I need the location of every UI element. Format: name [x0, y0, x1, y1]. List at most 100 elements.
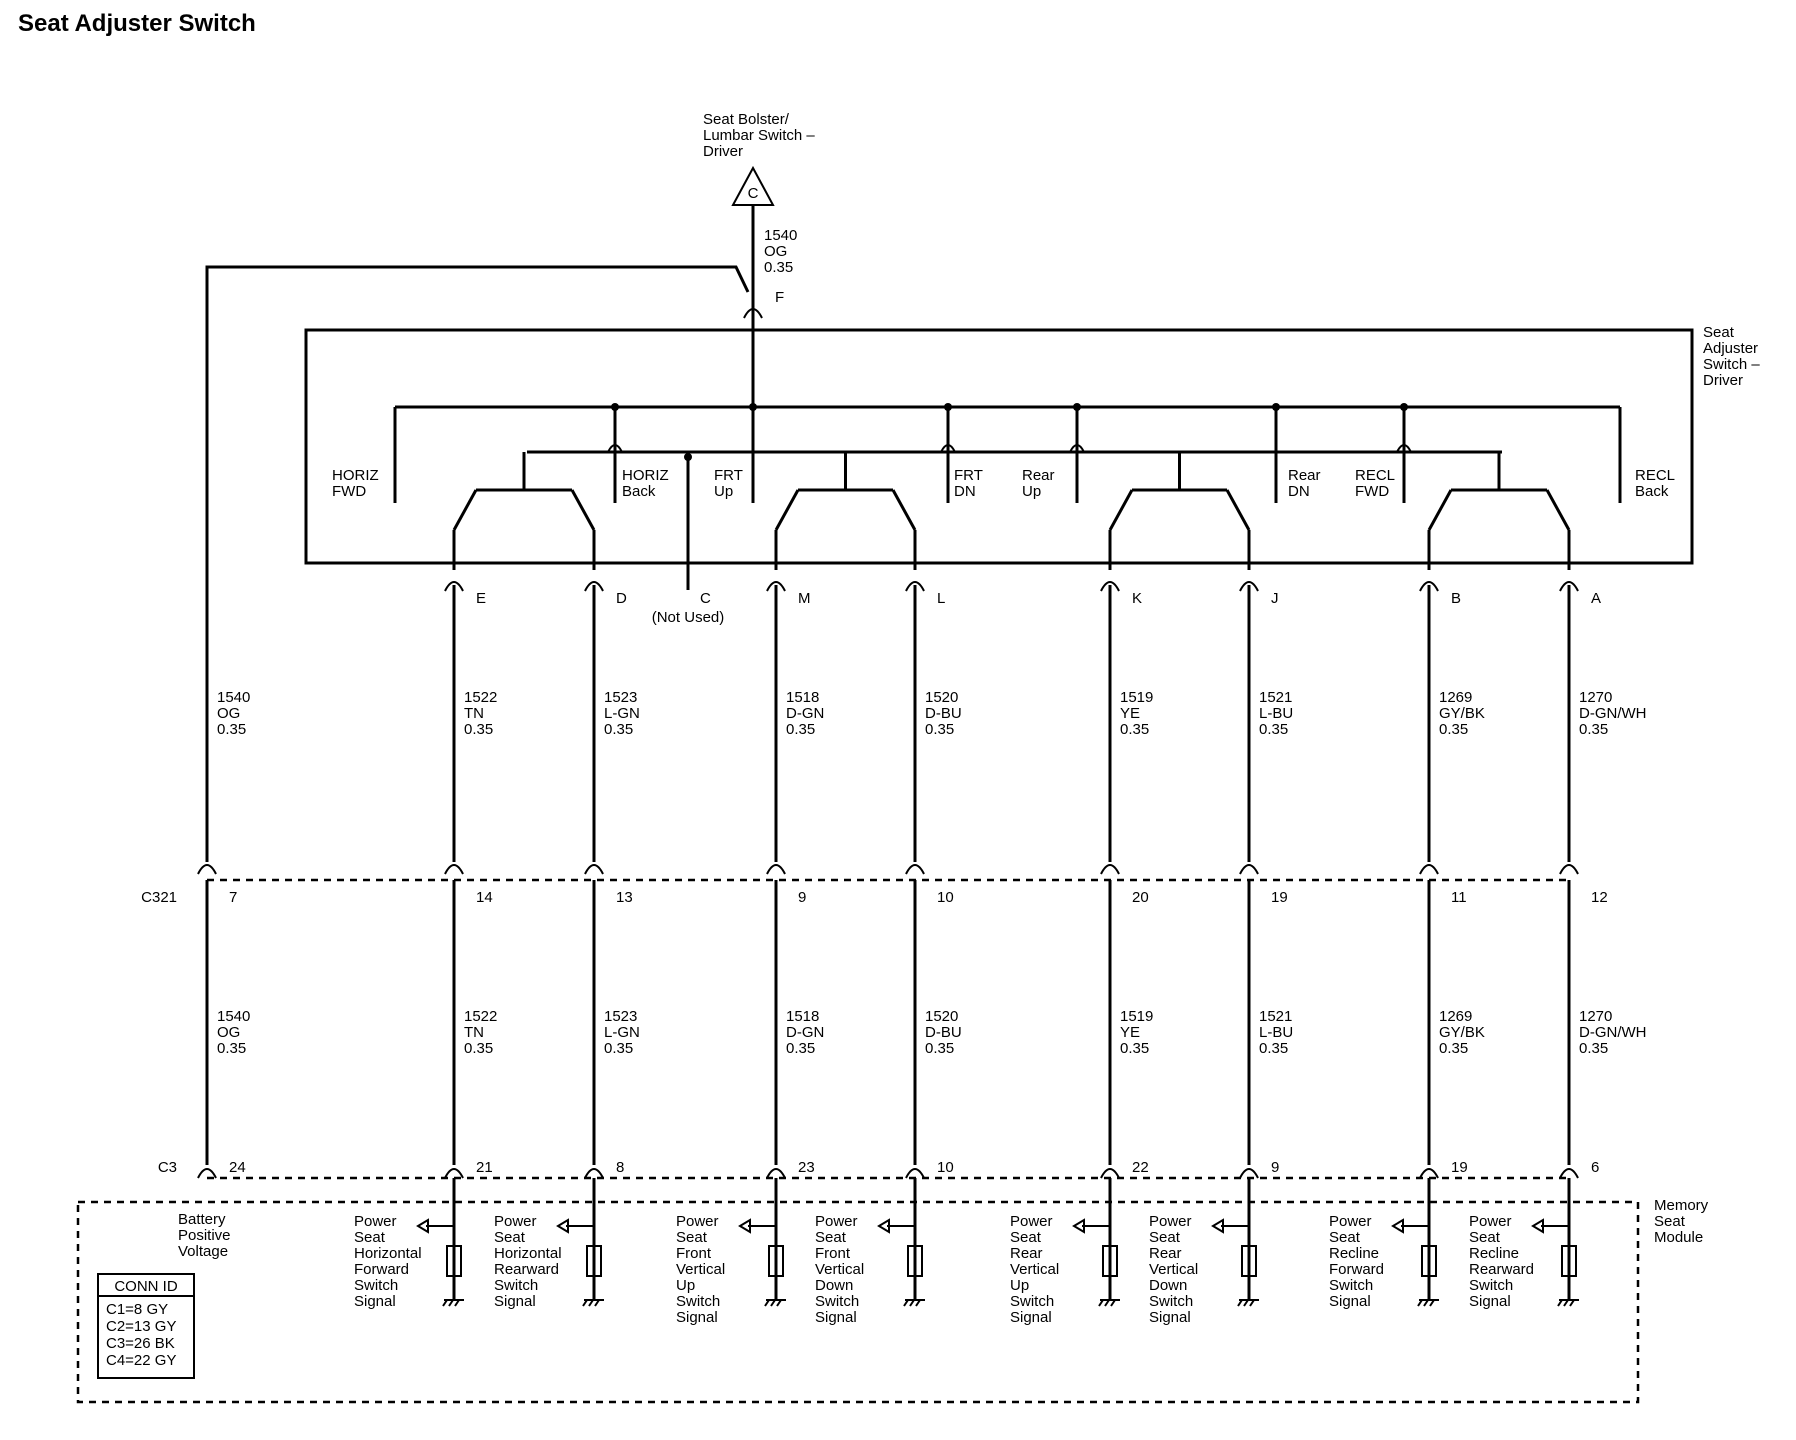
wire-label: L-BU	[1259, 705, 1293, 722]
ground-symbol	[1563, 1299, 1569, 1307]
wire-label: 1540	[217, 689, 250, 706]
ground-symbol	[1249, 1299, 1255, 1307]
c3-pin-label: 19	[1451, 1159, 1468, 1176]
wire-label: 1519	[1120, 689, 1153, 706]
c321-pin-label: 14	[476, 889, 493, 906]
connector-symbol	[584, 864, 604, 875]
pin-label: E	[476, 590, 486, 607]
switch-position-label: HORIZ	[622, 467, 669, 484]
signal-arrow-head	[738, 1218, 751, 1234]
seat-adjuster-switch-box	[304, 328, 1694, 565]
conn-id-row: C4=22 GY	[106, 1352, 176, 1369]
signal-description: Switch	[676, 1293, 720, 1310]
signal-description: Signal	[494, 1293, 536, 1310]
wire-label: D-GN/WH	[1579, 1024, 1647, 1041]
wire-label: 0.35	[464, 1040, 493, 1057]
wire-label: 1522	[464, 689, 497, 706]
connector-symbol	[905, 581, 925, 592]
signal-description: Rearward	[494, 1261, 559, 1278]
signal-description: Seat	[676, 1229, 708, 1246]
ground-symbol	[1423, 1299, 1429, 1307]
connector-symbol	[444, 581, 464, 592]
signal-arrow-head	[1391, 1218, 1404, 1234]
ground-symbol	[442, 1299, 448, 1307]
signal-description: Forward	[1329, 1261, 1384, 1278]
switch-position-label: FWD	[1355, 483, 1389, 500]
pin-label: A	[1591, 590, 1601, 607]
page-title: Seat Adjuster Switch	[18, 10, 256, 37]
ground-symbol	[1104, 1299, 1110, 1307]
signal-description: Switch	[1149, 1293, 1193, 1310]
bolster-wire-label: OG	[764, 243, 787, 260]
pull-down-resistor	[907, 1245, 923, 1277]
signal-description: Voltage	[178, 1243, 228, 1260]
wire-label: 0.35	[1120, 721, 1149, 738]
signal-arrow-head	[1531, 1218, 1544, 1234]
c321-pin-label: 7	[229, 889, 237, 906]
pin-label: C	[700, 590, 711, 607]
wire-label: 1523	[604, 689, 637, 706]
connector-symbol	[1419, 581, 1439, 592]
wire-label: 0.35	[464, 721, 493, 738]
switch-position-label: FRT	[954, 467, 983, 484]
switch-position-label: Rear	[1288, 467, 1321, 484]
wire-label: 0.35	[1579, 721, 1608, 738]
switch-position-label: FWD	[332, 483, 366, 500]
connector-symbol	[1559, 864, 1579, 875]
wire-label: 1520	[925, 1008, 958, 1025]
ground-symbol	[588, 1299, 594, 1307]
seat-adjuster-switch-label: Switch –	[1703, 356, 1760, 373]
connector-symbol	[584, 581, 604, 592]
ground-symbol	[776, 1299, 782, 1307]
signal-description: Switch	[354, 1277, 398, 1294]
signal-arrow-head	[416, 1218, 429, 1234]
ground-symbol	[903, 1299, 909, 1307]
signal-description: Signal	[1469, 1293, 1511, 1310]
connector-symbol	[1100, 1168, 1120, 1179]
switch-position-label: RECL	[1355, 467, 1395, 484]
signal-description: Down	[815, 1277, 853, 1294]
connector-symbol	[1419, 1168, 1439, 1179]
pull-down-resistor	[1241, 1245, 1257, 1277]
wire-label: D-GN	[786, 1024, 824, 1041]
signal-description: Battery	[178, 1211, 226, 1228]
wire-label: 0.35	[1259, 721, 1288, 738]
wire-label: 1270	[1579, 689, 1612, 706]
signal-arrow-head	[1211, 1218, 1224, 1234]
signal-description: Power	[1149, 1213, 1192, 1230]
wire-label: 0.35	[217, 721, 246, 738]
pull-down-resistor	[1421, 1245, 1437, 1277]
c321-pin-label: 13	[616, 889, 633, 906]
seat-adjuster-switch-label: Seat	[1703, 324, 1735, 341]
switch-contact	[1545, 489, 1571, 531]
ground-symbol	[1243, 1299, 1249, 1307]
switch-position-label: HORIZ	[332, 467, 379, 484]
signal-description: Power	[494, 1213, 537, 1230]
wire-label: TN	[464, 705, 484, 722]
wire-label: 0.35	[925, 721, 954, 738]
switch-contact	[1108, 489, 1134, 531]
switch-contact	[1427, 489, 1453, 531]
pin-label: L	[937, 590, 945, 607]
signal-description: Power	[676, 1213, 719, 1230]
wire-label: L-GN	[604, 1024, 640, 1041]
signal-description: Seat	[815, 1229, 847, 1246]
switch-contact	[452, 489, 478, 531]
switch-position-label: DN	[1288, 483, 1310, 500]
bolster-wire-label: 0.35	[764, 259, 793, 276]
signal-description: Forward	[354, 1261, 409, 1278]
wire-label: 1521	[1259, 1008, 1292, 1025]
wire-label: OG	[217, 705, 240, 722]
signal-description: Vertical	[1010, 1261, 1059, 1278]
signal-description: Vertical	[676, 1261, 725, 1278]
crossover-arc	[1396, 444, 1412, 453]
signal-arrow-head	[556, 1218, 569, 1234]
signal-description: Signal	[1329, 1293, 1371, 1310]
bolster-wire-label: 1540	[764, 227, 797, 244]
wire-label: 0.35	[604, 1040, 633, 1057]
connector-symbol	[1559, 1168, 1579, 1179]
connector-symbol	[766, 581, 786, 592]
wire-label: 0.35	[1259, 1040, 1288, 1057]
wire-label: 1270	[1579, 1008, 1612, 1025]
